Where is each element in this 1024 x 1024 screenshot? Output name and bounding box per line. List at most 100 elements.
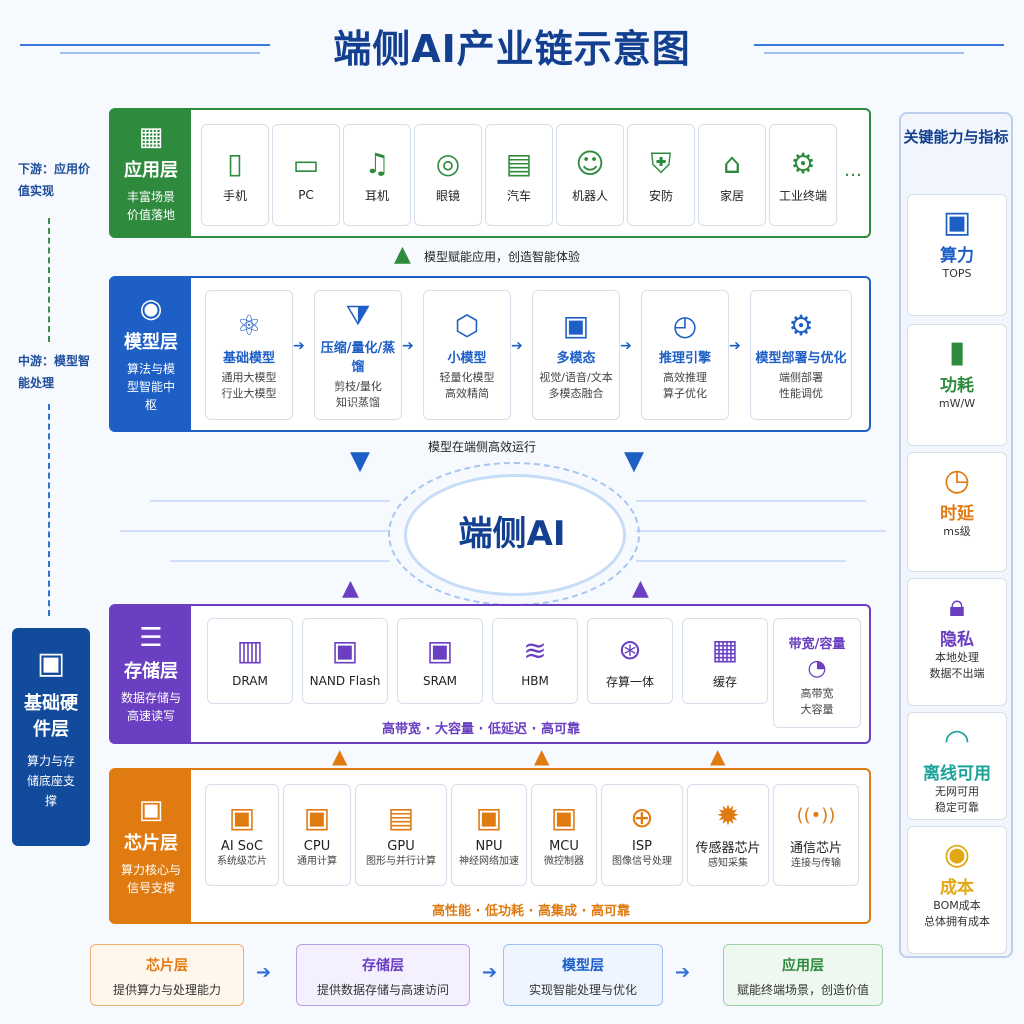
flow-step-sub: 实现智能处理与优化 [528, 983, 637, 997]
model-item-sub1: 通用大模型 [221, 370, 277, 384]
storage-item-label: HBM [521, 674, 549, 688]
metric-card: ◠离线可用无网可用稳定可靠 [907, 712, 1007, 820]
sram-chip-icon: ▣ [426, 634, 454, 667]
flow-step-title: 应用层 [782, 958, 824, 974]
storage-item-label: NAND Flash [309, 674, 381, 688]
chip-item-sub: 神经网络加速 [459, 855, 519, 867]
speedometer-icon: ◴ [672, 308, 698, 342]
app-item-label: 工业终端 [778, 188, 827, 203]
storage-extra-card: 带宽/容量 ◔ 高带宽 大容量 [773, 618, 861, 728]
arrow-up-orange-icon-3: ▲ [710, 744, 726, 768]
laptop-icon: ▭ [292, 148, 320, 181]
chip-item-title: GPU [387, 838, 415, 854]
coins-icon: ◉ [943, 837, 971, 872]
circuit-line-2 [120, 530, 390, 532]
metric-name: 离线可用 [923, 764, 991, 784]
metric-sub2: 总体拥有成本 [924, 915, 990, 928]
app-item-card: ⛨安防 [627, 124, 695, 226]
chip-item-sub: 微控制器 [544, 855, 584, 867]
chip-layer-desc: 算力核心与信号支撑 [120, 863, 181, 895]
arrow-right-icon: ➔ [402, 338, 414, 354]
chip-item-sub: 连接与传输 [791, 857, 841, 869]
storage-item-card: ▥DRAM [207, 618, 293, 704]
chip-item-sub: 感知采集 [708, 857, 748, 869]
model-layer-desc: 算法与模型智能中枢 [126, 362, 175, 412]
storage-item-card: ▦缓存 [682, 618, 768, 704]
app-item-label: 手机 [222, 188, 247, 203]
model-item-title: 推理引擎 [658, 350, 711, 366]
center-label: 端侧AI [458, 514, 566, 554]
metric-sub1: mW/W [938, 397, 976, 410]
arrow-up-orange-icon-1: ▲ [332, 744, 348, 768]
circuit-line-3 [170, 560, 390, 562]
axis-dashed-line-1 [48, 218, 50, 342]
metric-sub1: TOPS [942, 267, 972, 280]
app-item-card: ⌂家居 [698, 124, 766, 226]
model-item-card: ⧩压缩/量化/蒸馏剪枝/量化知识蒸馏 [314, 290, 402, 420]
storage-extra-sub1: 高带宽 [800, 686, 834, 700]
title-decoration-left-2 [60, 52, 260, 54]
chip-layer-label: ▣ 芯片层 算力核心与信号支撑 [111, 770, 191, 922]
app-item-label: 机器人 [571, 188, 608, 203]
flow-step-sub: 提供算力与处理能力 [112, 983, 221, 997]
metric-name: 功耗 [940, 376, 974, 396]
app-item-card: ♫ 耳机 [343, 124, 411, 226]
earbuds-icon: ♫ [364, 146, 390, 180]
metric-sub2: 数据不出端 [929, 667, 985, 680]
model-item-sub2: 行业大模型 [221, 386, 277, 400]
compute-in-memory-icon: ⊛ [618, 632, 642, 666]
model-item-title: 小模型 [447, 350, 487, 366]
app-item-label: PC [298, 188, 314, 202]
chip-item-title: 通信芯片 [789, 840, 842, 856]
model-item-sub1: 端侧部署 [779, 370, 823, 384]
brain-icon: ◉ [139, 294, 163, 324]
model-item-title: 多模态 [556, 350, 596, 366]
metric-name: 隐私 [940, 630, 974, 650]
app-item-label: 汽车 [506, 188, 531, 203]
chip-item-title: AI SoC [220, 838, 264, 854]
gear-icon: ⚙ [788, 308, 814, 342]
processor-icon: ▣ [138, 795, 164, 825]
storage-item-label: SRAM [422, 674, 458, 688]
arrow-up-purple-icon-2: ▲ [632, 576, 649, 601]
flow-arrow-icon: ➔ [482, 962, 498, 983]
note-app: 模型赋能应用，创造智能体验 [424, 250, 581, 264]
nand-chip-icon: ▣ [331, 634, 359, 667]
chip-icon: ▣ [36, 646, 66, 681]
model-item-sub2: 算子优化 [663, 386, 707, 400]
flow-step-title: 芯片层 [146, 958, 188, 974]
model-item-card: ▣多模态视觉/语音/文本多模态融合 [532, 290, 620, 420]
metric-sub1: ms级 [943, 525, 971, 538]
app-layer-desc: 丰富场景价值落地 [126, 190, 175, 222]
metric-name: 算力 [940, 246, 974, 266]
model-item-card: ⚙模型部署与优化端侧部署性能调优 [750, 290, 852, 420]
arrow-up-orange-icon-2: ▲ [534, 744, 550, 768]
model-item-title: 压缩/量化/蒸馏 [320, 341, 396, 375]
model-item-sub2: 性能调优 [779, 386, 823, 400]
model-layer-name: 模型层 [124, 332, 178, 353]
storage-layer-label: ☰ 存储层 数据存储与高速读写 [111, 606, 191, 742]
chip-item-sub: 通用计算 [297, 855, 337, 867]
phone-icon: ▯ [227, 146, 243, 180]
isp-icon: ⊕ [630, 800, 654, 834]
hardware-layer-desc: 算力与存储底座支撑 [26, 754, 75, 808]
metric-sub1: 无网可用 [935, 785, 979, 798]
axis-downstream-label: 下游：应用价值实现 [18, 162, 91, 198]
mcu-icon: ▣ [550, 800, 578, 834]
hardware-layer-block: ▣ 基础硬件层 算力与存储底座支撑 [12, 628, 90, 846]
flow-arrow-icon: ➔ [675, 962, 691, 983]
app-item-label: 耳机 [364, 188, 389, 203]
app-item-card: ▭ PC [272, 124, 340, 226]
storage-item-card: ▣ NAND Flash [302, 618, 388, 704]
npu-icon: ▣ [475, 800, 503, 834]
compute-chip-icon: ▣ [942, 205, 972, 240]
grid-icon: ▦ [138, 122, 164, 152]
storage-item-label: 存算一体 [605, 674, 654, 689]
app-layer-label: ▦ 应用层 丰富场景价值落地 [111, 110, 191, 236]
